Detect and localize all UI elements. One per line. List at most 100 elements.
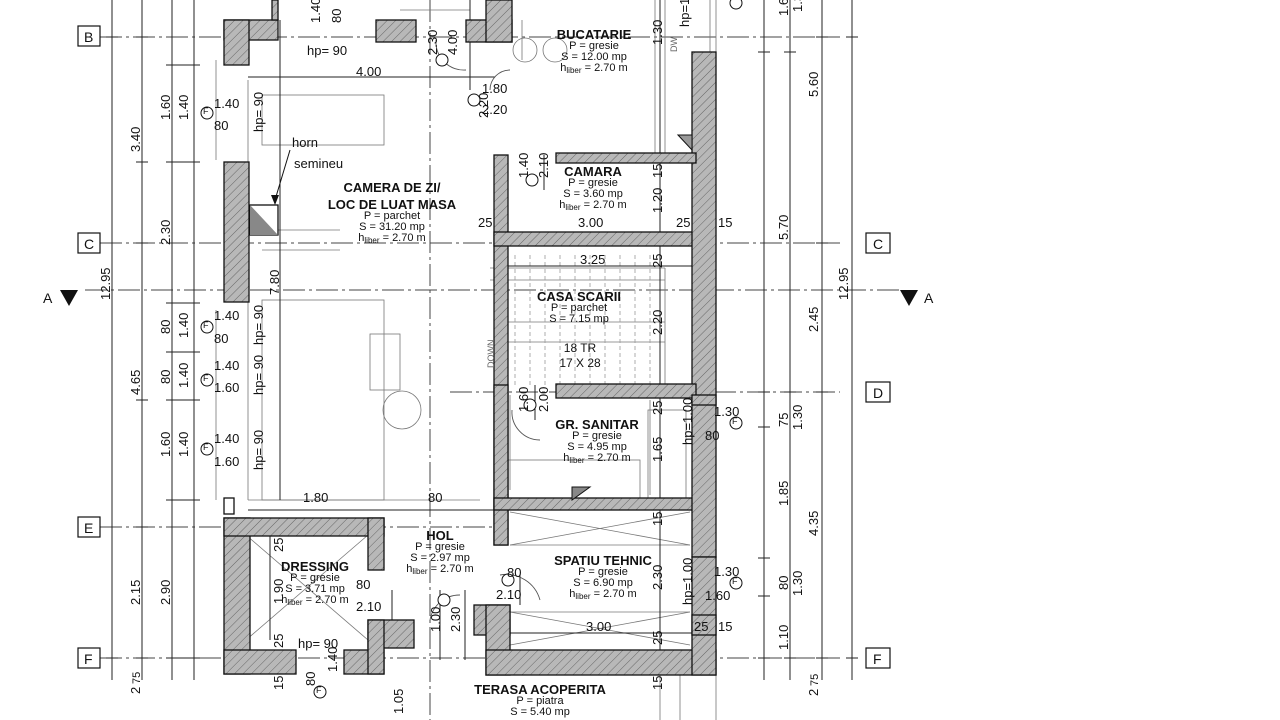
dim-2-10-dressing: 2.10 xyxy=(356,599,382,614)
label-horn: horn xyxy=(292,135,319,150)
grid-bubbles xyxy=(77,25,891,669)
room-gr-sanitar: GR. SANITAR P = gresie S = 4.95 mp hlibe… xyxy=(555,417,639,465)
dim-25-dressing-b: 25 xyxy=(271,633,286,648)
label-hp100-1: hp=1.00 xyxy=(680,397,695,445)
svg-text:80: 80 xyxy=(158,370,173,384)
grid-label-f-right: F xyxy=(873,651,882,667)
svg-text:1.3: 1.3 xyxy=(790,0,805,12)
grid-label-c-right: C xyxy=(873,236,883,252)
dimension-lines-inner xyxy=(248,0,710,660)
svg-text:75: 75 xyxy=(809,674,821,686)
svg-text:2.90: 2.90 xyxy=(158,580,173,605)
dim-2-20-door: 2.20 xyxy=(476,92,491,118)
dim-25-a: 25 xyxy=(478,215,493,230)
room-bucatarie: BUCATARIE P = gresie S = 12.00 mp hliber… xyxy=(556,27,632,75)
label-down: DOWN xyxy=(486,339,496,369)
grid-label-b: B xyxy=(84,29,93,45)
dim-4-00-kitchen: 1.30 xyxy=(650,19,665,45)
dim-1-30-window-b: 1.60 xyxy=(705,588,731,603)
dimension-texts-right: 5.60 5.70 2.45 12.95 75 1.30 1.85 4.35 8… xyxy=(776,0,851,696)
svg-text:1.60: 1.60 xyxy=(158,95,173,120)
label-hp100-2: hp=1.00 xyxy=(680,557,695,605)
dim-7-80: 7.80 xyxy=(267,269,282,295)
dim-1-60-top: 1.40 xyxy=(308,0,323,23)
svg-text:12.95: 12.95 xyxy=(836,267,851,300)
dim-75-window: 1.30 xyxy=(714,404,740,419)
dim-2-20-top: 2.20 xyxy=(482,102,508,117)
dim-80-sanitar: 1.60 xyxy=(516,386,531,412)
dim-2-30-door-a: 4.00 xyxy=(445,29,460,55)
section-label-left: A xyxy=(43,290,53,306)
dim-1-40-d: 1.60 xyxy=(214,454,240,469)
dim-1-30-window-a: 80 xyxy=(705,428,720,443)
dim-1-40-b: 80 xyxy=(214,331,229,346)
dim-1-60-a: 1.40 xyxy=(214,96,240,111)
dim-3-00-tehnic: 3.00 xyxy=(586,619,612,634)
room-casa-scarii: CASA SCARII P = parchet S = 7.15 mp xyxy=(536,289,622,325)
label-hp90-bottom: hp= 90 xyxy=(298,636,339,651)
svg-text:4.35: 4.35 xyxy=(806,511,821,536)
label-hp90-4: hp= 90 xyxy=(251,429,266,470)
grid-label-f-left: F xyxy=(84,651,93,667)
label-hp-top: hp=1.00 xyxy=(677,0,692,27)
horn-leader xyxy=(274,149,291,201)
dim-25-tehnic: 25 xyxy=(650,630,665,645)
dim-2-00: 2.00 xyxy=(536,386,551,412)
dimension-lines-left xyxy=(106,0,200,680)
svg-text:1.10: 1.10 xyxy=(776,625,791,650)
window-f-6: F xyxy=(732,576,738,586)
dim-1-65: 1.65 xyxy=(650,436,665,462)
window-f-5: F xyxy=(732,416,738,426)
dim-2-30-hol: 2.30 xyxy=(448,606,463,632)
grid-label-c-left: C xyxy=(84,236,94,252)
dim-1-40-c: 1.60 xyxy=(214,380,240,395)
grid-label-d: D xyxy=(873,385,883,401)
svg-text:75: 75 xyxy=(776,413,791,427)
dim-1-60-b: 1.40 xyxy=(214,431,240,446)
dim-80-tehnic: 80 xyxy=(507,565,522,580)
room-camara: CAMARA P = gresie S = 3.60 mp hliber = 2… xyxy=(559,164,627,212)
dimension-lines-right xyxy=(758,0,858,680)
dim-25-c: 25 xyxy=(694,619,709,634)
room-spatiu-tehnic: SPATIU TEHNIC P = gresie S = 6.90 mp hli… xyxy=(554,553,652,601)
room-camera-de-zi: CAMERA DE ZI/ LOC DE LUAT MASA P = parch… xyxy=(327,180,457,245)
section-marker-right-icon xyxy=(900,290,918,306)
svg-text:1.40: 1.40 xyxy=(176,363,191,388)
dim-80-a: 1.40 xyxy=(214,308,240,323)
svg-text:1.85: 1.85 xyxy=(776,481,791,506)
dim-80-bottom: 80 xyxy=(303,671,318,686)
dim-80-door-a: 2.30 xyxy=(425,29,440,55)
stair-size: 17 X 28 xyxy=(559,356,601,370)
dim-1-80-top: 1.80 xyxy=(482,81,508,96)
svg-text:2.45: 2.45 xyxy=(806,307,821,332)
dim-2-20-bottom: 1.80 xyxy=(303,490,329,505)
walls xyxy=(223,0,717,676)
interior-lines xyxy=(215,0,717,720)
dim-1-90: 1.90 xyxy=(271,578,286,604)
dim-1-80-bottom: 80 xyxy=(428,490,443,505)
window-f-4: F xyxy=(203,442,209,452)
window-f-7: F xyxy=(316,685,322,695)
svg-text:1.40: 1.40 xyxy=(176,432,191,457)
dim-3-25: 3.25 xyxy=(580,252,606,267)
label-hp90-1: hp= 90 xyxy=(251,91,266,132)
window-f-1: F xyxy=(203,106,209,116)
grid-label-e: E xyxy=(84,520,93,536)
dim-15-tehnic: 15 xyxy=(650,511,665,526)
svg-text:1.6: 1.6 xyxy=(776,0,791,16)
dim-15-b: 15 xyxy=(718,619,733,634)
label-hp90-top: hp= 90 xyxy=(307,43,348,58)
svg-text:1.60: 1.60 xyxy=(158,432,173,457)
label-hp90-3: hp= 90 xyxy=(251,354,266,395)
dimension-texts-left: 1.60 1.40 3.40 2.30 12.95 80 1.40 4.65 8… xyxy=(98,95,191,694)
door-markers xyxy=(435,53,539,607)
label-hp90-2: hp= 90 xyxy=(251,304,266,345)
svg-text:2.15: 2.15 xyxy=(128,580,143,605)
dim-15-camara: 15 xyxy=(650,163,665,178)
dim-1-05: 1.05 xyxy=(391,688,406,714)
dim-1-20: 1.20 xyxy=(650,187,665,213)
svg-text:80: 80 xyxy=(158,320,173,334)
svg-text:1.30: 1.30 xyxy=(790,405,805,430)
svg-text:2.30: 2.30 xyxy=(158,220,173,245)
